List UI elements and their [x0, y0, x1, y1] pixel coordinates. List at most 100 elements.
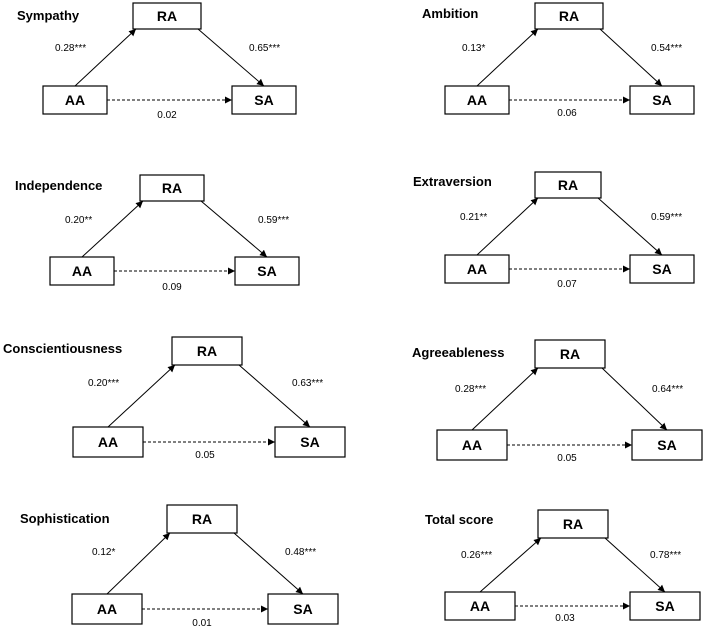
mediator-ra-label: RA — [157, 8, 177, 24]
mediator-ra-label: RA — [192, 511, 212, 527]
predictor-aa-label: AA — [98, 434, 118, 450]
mediation-panel-5: Conscientiousness RA AA SA 0.20*** 0.63*** 0.0… — [3, 336, 346, 461]
predictor-aa-box — [42, 85, 108, 115]
mediation-panel-8: Total score RA AA SA 0.26*** 0.78*** 0.03 — [425, 509, 701, 624]
b-path-coefficient: 0.48*** — [285, 547, 316, 558]
a-path-coefficient: 0.26*** — [461, 550, 492, 561]
mediator-ra-box — [534, 339, 606, 369]
outcome-sa-box — [629, 591, 701, 621]
outcome-sa-label: SA — [652, 92, 671, 108]
mediator-ra-box — [171, 336, 243, 366]
outcome-sa-box — [631, 429, 703, 461]
mediator-ra-box — [139, 174, 205, 202]
b-path-coefficient: 0.54*** — [651, 43, 682, 54]
outcome-sa-box — [274, 426, 346, 458]
mediator-ra-box — [166, 504, 238, 534]
predictor-aa-label: AA — [470, 598, 490, 614]
b-path-coefficient: 0.59*** — [258, 215, 289, 226]
mediation-panel-7: Sophistication RA AA SA 0.12* 0.48*** 0.01 — [20, 504, 339, 628]
b-path-arrow — [197, 28, 265, 87]
direct-path-coefficient: 0.01 — [192, 618, 212, 628]
outcome-sa-box — [629, 85, 695, 115]
a-path-coefficient: 0.20*** — [88, 378, 119, 389]
b-path-coefficient: 0.63*** — [292, 378, 323, 389]
mediation-panel-4: Extraversion RA AA SA 0.21** 0.59*** 0.07 — [413, 171, 695, 290]
a-path-coefficient: 0.12* — [92, 547, 115, 558]
panel-title: Agreeableness — [412, 345, 505, 360]
predictor-aa-box — [71, 593, 143, 625]
mediator-ra-box — [534, 2, 604, 30]
a-path-arrow — [106, 532, 171, 595]
predictor-aa-label: AA — [467, 92, 487, 108]
b-path-arrow — [233, 532, 304, 595]
a-path-coefficient: 0.28*** — [55, 43, 86, 54]
a-path-coefficient: 0.21** — [460, 212, 487, 223]
b-path-arrow — [238, 364, 311, 428]
predictor-aa-box — [436, 429, 508, 461]
outcome-sa-label: SA — [652, 261, 671, 277]
b-path-arrow — [604, 537, 666, 593]
mediator-ra-box — [537, 509, 609, 539]
outcome-sa-label: SA — [254, 92, 273, 108]
mediation-panel-1: Sympathy RA AA SA 0.28*** 0.65*** 0.02 — [17, 2, 297, 121]
predictor-aa-label: AA — [72, 263, 92, 279]
b-path-coefficient: 0.59*** — [651, 212, 682, 223]
a-path-arrow — [81, 200, 144, 258]
outcome-sa-label: SA — [293, 601, 312, 617]
mediator-ra-label: RA — [563, 516, 583, 532]
panel-title: Total score — [425, 512, 493, 527]
outcome-sa-label: SA — [257, 263, 276, 279]
direct-path-coefficient: 0.06 — [557, 108, 577, 119]
predictor-aa-label: AA — [65, 92, 85, 108]
a-path-arrow — [107, 364, 176, 428]
predictor-aa-box — [72, 426, 144, 458]
direct-path-coefficient: 0.07 — [557, 279, 577, 290]
a-path-coefficient: 0.20** — [65, 215, 92, 226]
a-path-arrow — [476, 28, 539, 87]
direct-path-coefficient: 0.09 — [162, 282, 182, 293]
outcome-sa-label: SA — [300, 434, 319, 450]
direct-path-coefficient: 0.02 — [157, 110, 177, 121]
mediation-panel-6: Agreeableness RA AA SA 0.28*** 0.64*** 0.05 — [412, 339, 703, 464]
mediation-panel-2: Ambition RA AA SA 0.13* 0.54*** 0.06 — [422, 2, 695, 119]
b-path-arrow — [601, 367, 668, 431]
b-path-coefficient: 0.65*** — [249, 43, 280, 54]
b-path-coefficient: 0.78*** — [650, 550, 681, 561]
a-path-coefficient: 0.13* — [462, 43, 485, 54]
mediator-ra-label: RA — [559, 8, 579, 24]
direct-path-coefficient: 0.05 — [195, 450, 215, 461]
a-path-coefficient: 0.28*** — [455, 384, 486, 395]
panel-title: Ambition — [422, 6, 478, 21]
direct-path-coefficient: 0.05 — [557, 453, 577, 464]
panel-title: Sophistication — [20, 511, 110, 526]
mediator-ra-label: RA — [162, 180, 182, 196]
outcome-sa-box — [231, 85, 297, 115]
panel-title: Sympathy — [17, 8, 80, 23]
mediator-ra-box — [534, 171, 602, 199]
panel-title: Extraversion — [413, 174, 492, 189]
mediator-ra-label: RA — [560, 346, 580, 362]
panel-title: Conscientiousness — [3, 341, 122, 356]
direct-path-coefficient: 0.03 — [555, 613, 575, 624]
predictor-aa-label: AA — [462, 437, 482, 453]
b-path-arrow — [599, 28, 663, 87]
b-path-coefficient: 0.64*** — [652, 384, 683, 395]
predictor-aa-box — [444, 591, 516, 621]
panel-title: Independence — [15, 178, 102, 193]
predictor-aa-label: AA — [97, 601, 117, 617]
outcome-sa-box — [629, 254, 695, 284]
predictor-aa-box — [49, 256, 115, 286]
mediation-panel-3: Independence RA AA SA 0.20** 0.59*** 0.09 — [15, 174, 300, 293]
mediator-ra-label: RA — [197, 343, 217, 359]
a-path-arrow — [471, 367, 539, 431]
predictor-aa-box — [444, 85, 510, 115]
a-path-arrow — [476, 197, 539, 256]
outcome-sa-label: SA — [657, 437, 676, 453]
b-path-arrow — [597, 197, 663, 256]
outcome-sa-box — [267, 593, 339, 625]
outcome-sa-label: SA — [655, 598, 674, 614]
predictor-aa-label: AA — [467, 261, 487, 277]
predictor-aa-box — [444, 254, 510, 284]
mediator-ra-label: RA — [558, 177, 578, 193]
